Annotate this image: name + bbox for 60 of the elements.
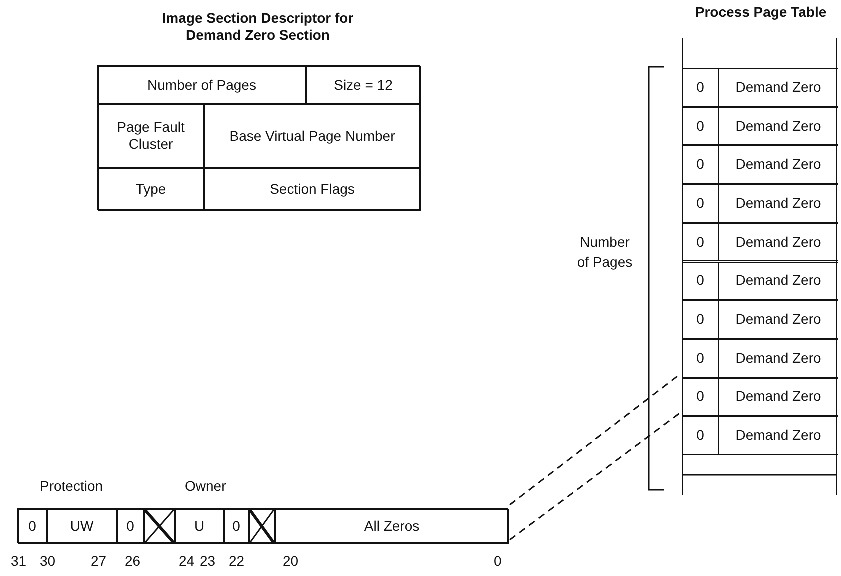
entry-label: Demand Zero — [734, 234, 822, 251]
page-table-entry — [683, 378, 838, 416]
field: 0 — [18, 509, 47, 544]
field: U — [175, 509, 224, 544]
table-title: Image Section Descriptor for Demand Zero Section — [161, 10, 355, 44]
field-group-label: Protection — [40, 478, 104, 494]
bit-number: 30 — [40, 553, 56, 569]
entry-value: 0 — [683, 378, 719, 416]
reserved-field — [144, 509, 175, 544]
entry-label: Demand Zero — [734, 272, 822, 290]
bit-number: 23 — [200, 553, 216, 569]
field: Base Virtual Page Number — [204, 104, 421, 168]
entry-value: 0 — [683, 224, 719, 260]
table-title: Process Page Table — [694, 4, 828, 21]
entry-value: 0 — [683, 185, 719, 222]
bit-number: 26 — [125, 553, 141, 569]
bit-number: 27 — [91, 553, 107, 569]
bit-number: 24 — [179, 553, 195, 569]
field: Number of Pages — [98, 66, 306, 104]
entry-value: 0 — [683, 340, 719, 377]
field: Section Flags — [204, 168, 421, 211]
entry-label: Demand Zero — [734, 427, 822, 444]
entry-label: Demand Zero — [734, 350, 822, 367]
entry-value: 0 — [683, 262, 719, 300]
page-table-entry — [683, 106, 838, 146]
page-table-entry — [683, 145, 838, 184]
field: Page Fault Cluster — [98, 104, 204, 168]
field: 0 — [117, 509, 144, 544]
bit-number: 22 — [229, 553, 245, 569]
page-table-entry — [683, 300, 838, 339]
bit-number: 0 — [494, 553, 502, 569]
entry-value: 0 — [683, 69, 719, 106]
bit-number: 31 — [11, 553, 27, 569]
entry-value: 0 — [683, 146, 719, 184]
entry-label: Demand Zero — [734, 118, 822, 135]
page-count-label: Number of Pages — [576, 233, 634, 272]
field-group-label: Owner — [185, 478, 226, 494]
bit-number: 20 — [283, 553, 299, 569]
entry-label: Demand Zero — [734, 156, 822, 174]
bit-field — [17, 508, 508, 543]
field: All Zeros — [275, 509, 509, 544]
field: Size = 12 — [306, 66, 421, 104]
entry-label: Demand Zero — [734, 78, 822, 96]
page-table-entry — [683, 222, 838, 262]
dashed-line — [509, 374, 681, 541]
entry-label: Demand Zero — [734, 388, 822, 406]
entry-value: 0 — [683, 108, 719, 144]
field: Type — [98, 168, 204, 211]
page-table-entry — [683, 184, 838, 223]
page-table-entry — [683, 416, 838, 455]
page-table-entry — [683, 262, 838, 300]
page-table-entry — [683, 338, 838, 378]
field: UW — [47, 509, 117, 544]
entry-value: 0 — [683, 301, 719, 338]
page-table-entry — [683, 68, 838, 107]
entry-label: Demand Zero — [734, 194, 822, 212]
field: 0 — [224, 509, 249, 544]
entry-value: 0 — [683, 417, 719, 454]
entry-label: Demand Zero — [734, 311, 822, 328]
reserved-field — [249, 509, 275, 544]
